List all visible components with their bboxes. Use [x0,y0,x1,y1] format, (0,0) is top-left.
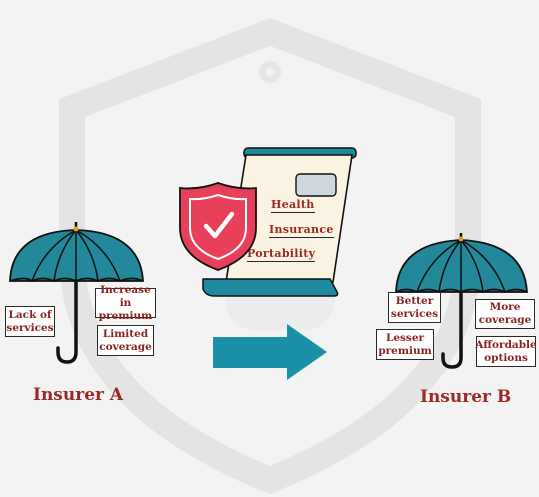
document-line-health: Health [271,198,315,213]
tag-lack-of-services: Lack of services [5,306,55,337]
insurer-a-title: Insurer A [33,385,124,405]
document-line-insurance: Insurance [269,223,334,238]
tag-more-coverage: More coverage [475,299,535,329]
insurer-b-title: Insurer B [420,387,512,407]
tag-lesser-premium: Lesser premium [376,329,434,360]
tag-affordable-options: Affordable options [475,336,537,367]
tag-limited-coverage: Limited coverage [97,325,154,356]
tag-increase-in-premium: Increase in premium [95,284,156,322]
document-line-portability: Portability [247,247,316,262]
tag-better-services: Better services [388,292,441,323]
